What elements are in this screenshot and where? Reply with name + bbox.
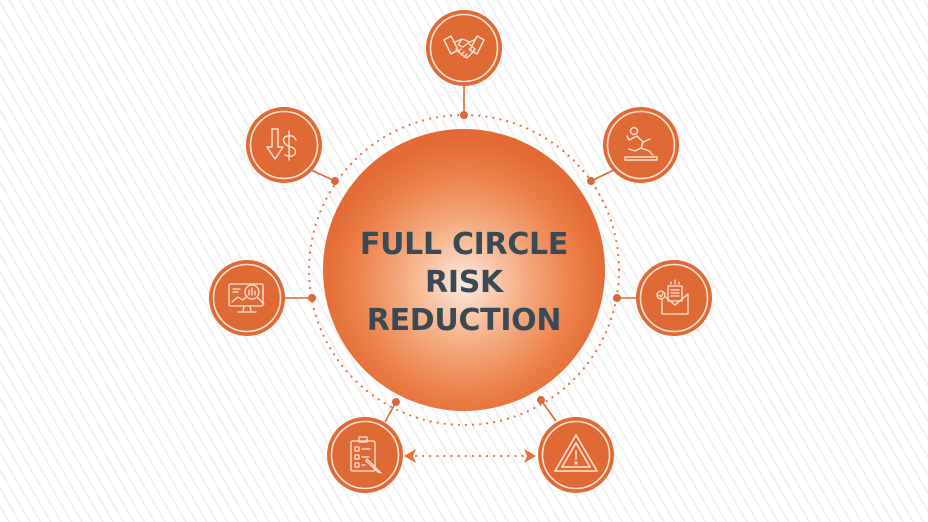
connectors xyxy=(284,85,637,423)
center-circle xyxy=(323,129,605,411)
handshake-icon xyxy=(443,35,485,59)
slip-fall-hazard-icon xyxy=(624,126,658,161)
clipboard-checklist-pencil-icon xyxy=(350,436,382,474)
node-bottom-right xyxy=(538,417,614,493)
node-upper-left xyxy=(246,107,322,183)
arrowhead-left-icon xyxy=(404,449,416,463)
node-bottom-left xyxy=(327,417,403,493)
dotted-orbit-ring xyxy=(307,113,621,427)
arrowhead-right-icon xyxy=(524,449,536,463)
node-upper-right xyxy=(603,107,679,183)
center-title-line-1: FULL CIRCLE xyxy=(359,227,569,262)
node-left xyxy=(209,260,285,336)
bidirectional-dotted-arrow xyxy=(404,449,536,463)
node-right xyxy=(636,260,712,336)
envelope-document-icon xyxy=(656,279,689,315)
center-title-line-2: RISK REDUCTION xyxy=(366,265,562,338)
monitor-analytics-magnifier-icon xyxy=(228,283,265,313)
center-title: FULL CIRCLE RISK REDUCTION xyxy=(324,226,604,340)
node-top xyxy=(426,10,502,86)
warning-triangle-icon xyxy=(554,434,598,472)
falling-dollar-icon xyxy=(266,128,297,161)
